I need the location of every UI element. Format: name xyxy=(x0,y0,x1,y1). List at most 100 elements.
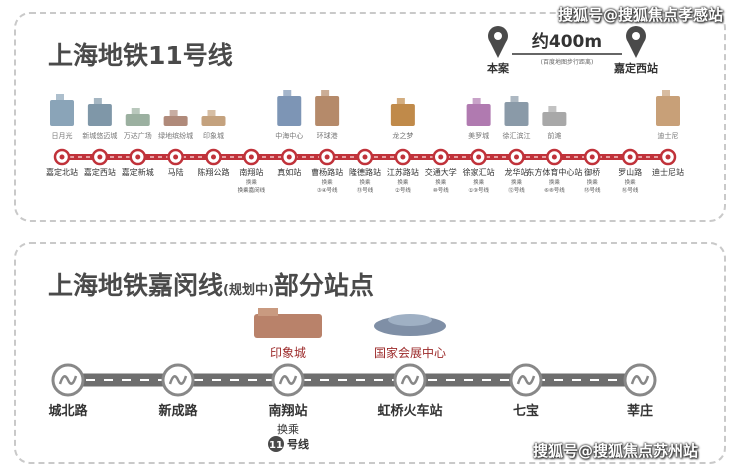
line11-transfer-lines: ⑩号线 xyxy=(433,186,449,194)
metro-station-dot xyxy=(551,154,557,160)
line11-station-name: 交通大学 xyxy=(425,167,457,177)
line11-transfer-lines: ②号线 xyxy=(395,186,411,194)
pin-icon-right xyxy=(626,26,646,58)
line11-transfer-prefix: 换乘 xyxy=(473,178,485,186)
jiamin-station-name: 七宝 xyxy=(513,403,539,419)
metro-station-dot xyxy=(324,154,330,160)
jiamin-title: 上海地铁嘉闵线(规划中)部分站点 xyxy=(48,266,374,302)
line11-station-name: 迪士尼站 xyxy=(652,167,684,177)
landmark-tower-icon xyxy=(396,98,405,104)
jiamin-station-name: 城北路 xyxy=(48,403,88,419)
line11-landmark-name: 美罗城 xyxy=(468,131,489,140)
metro-station-dot xyxy=(248,154,254,160)
landmark-building-icon xyxy=(466,104,491,126)
line11-transfer-prefix: 换乘 xyxy=(246,178,258,186)
line11-badge-icon: 11 xyxy=(268,436,284,452)
landmark-building-icon xyxy=(390,104,415,126)
landmark-mall-icon xyxy=(254,314,322,338)
metro-station-dot xyxy=(400,154,406,160)
metro-logo-mark xyxy=(400,375,420,385)
jiamin-station-name: 新成路 xyxy=(158,403,198,419)
line11-station-name: 罗山路 xyxy=(618,167,642,177)
line11-station-name: 真如站 xyxy=(277,167,301,177)
line11-transfer-prefix: 换乘 xyxy=(322,178,334,186)
metro-logo-mark xyxy=(516,375,536,385)
line11-station-name: 嘉定北站 xyxy=(46,167,78,177)
line11-landmark: 迪士尼 xyxy=(656,90,680,140)
line11-station-name: 南翔站 xyxy=(239,167,263,177)
line11-station: 嘉定西站 xyxy=(84,148,116,177)
jiamin-panel: 上海地铁嘉闵线(规划中)部分站点 xyxy=(14,242,726,464)
line11-transfer-prefix: 换乘 xyxy=(587,178,599,186)
line11-transfer-lines: ⑫号线 xyxy=(508,186,525,194)
line11-landmark: 绿地缤纷城 xyxy=(158,110,193,140)
jiamin-title-suffix: 部分站点 xyxy=(273,271,374,300)
landmark-building-icon xyxy=(87,104,112,126)
distance-from: 本案 xyxy=(487,61,510,75)
line11-landmark: 徐汇滨江 xyxy=(503,96,531,140)
line11-station: 真如站 xyxy=(277,148,301,177)
jiamin-station: 南翔站 xyxy=(268,363,308,419)
line11-landmark: 新城悠迈城 xyxy=(82,98,117,140)
jiamin-station: 莘庄 xyxy=(623,363,657,419)
line11-landmark-name: 新城悠迈城 xyxy=(82,131,117,140)
landmark-tower-icon xyxy=(510,96,519,102)
metro-station-dot xyxy=(665,154,671,160)
line11-transfer-prefix: 换乘 xyxy=(625,178,637,186)
metro-station-dot xyxy=(438,154,444,160)
line11-landmark-name: 中海中心 xyxy=(275,131,303,140)
line11-station-name: 御桥 xyxy=(584,167,600,177)
line11-landmark: 万达广场 xyxy=(124,108,152,140)
line11-transfer-lines: ⑬号线 xyxy=(357,186,374,194)
landmark-dome-icon xyxy=(388,314,432,326)
metro-station-dot xyxy=(514,154,519,160)
line11-landmark: 环球港 xyxy=(315,90,340,140)
line11-station: 嘉定新城 xyxy=(122,148,154,177)
landmark-tower-icon xyxy=(321,90,330,96)
jiamin-station: 新成路 xyxy=(158,363,198,419)
line11-transfer-prefix: 换乘 xyxy=(549,178,561,186)
metro-station-dot xyxy=(286,154,292,160)
line11-station: 迪士尼站 xyxy=(652,148,684,177)
line11-transfer-lines: 换乘嘉闵线 xyxy=(238,186,266,194)
line11-landmark-name: 日月光 xyxy=(52,131,73,140)
line11-station: 马陆 xyxy=(167,148,184,177)
line11-landmark: 龙之梦 xyxy=(390,98,415,140)
line11-landmark: 前滩 xyxy=(542,106,567,140)
line11-station-name: 嘉定新城 xyxy=(122,167,154,177)
line11-station-name: 曹杨路站 xyxy=(311,167,343,177)
line11-landmark-name: 印象城 xyxy=(203,131,224,140)
jiamin-landmark-name: 国家会展中心 xyxy=(374,345,446,360)
metro-station-dot xyxy=(627,154,633,160)
line11-landmark-name: 绿地缤纷城 xyxy=(158,131,193,140)
landmark-building-icon xyxy=(163,116,188,126)
landmark-building-icon xyxy=(315,96,340,126)
metro-logo-mark xyxy=(630,375,650,385)
landmark-tower-icon xyxy=(207,110,216,116)
metro-station-dot xyxy=(173,154,179,160)
landmark-building-icon xyxy=(50,100,74,126)
metro-logo-mark xyxy=(58,375,78,385)
jiamin-title-main: 上海地铁嘉闵线 xyxy=(48,271,224,300)
line11-landmark: 日月光 xyxy=(50,94,74,140)
landmark-building-icon xyxy=(277,96,302,126)
landmark-building-icon xyxy=(125,114,150,126)
landmark-building-icon xyxy=(542,112,567,126)
landmark-tower-icon xyxy=(131,108,140,114)
jiamin-station: 虹桥火车站 xyxy=(377,363,443,419)
line11-landmark-name: 龙之梦 xyxy=(392,131,413,140)
line11-transfer-lines: ①⑨号线 xyxy=(468,186,489,194)
line11-landmark-name: 环球港 xyxy=(317,131,338,140)
landmark-tower-icon xyxy=(93,98,102,104)
line11-landmark: 美罗城 xyxy=(466,98,491,140)
jiamin-station-name: 莘庄 xyxy=(627,403,653,419)
jiamin-station: 七宝 xyxy=(509,363,543,419)
